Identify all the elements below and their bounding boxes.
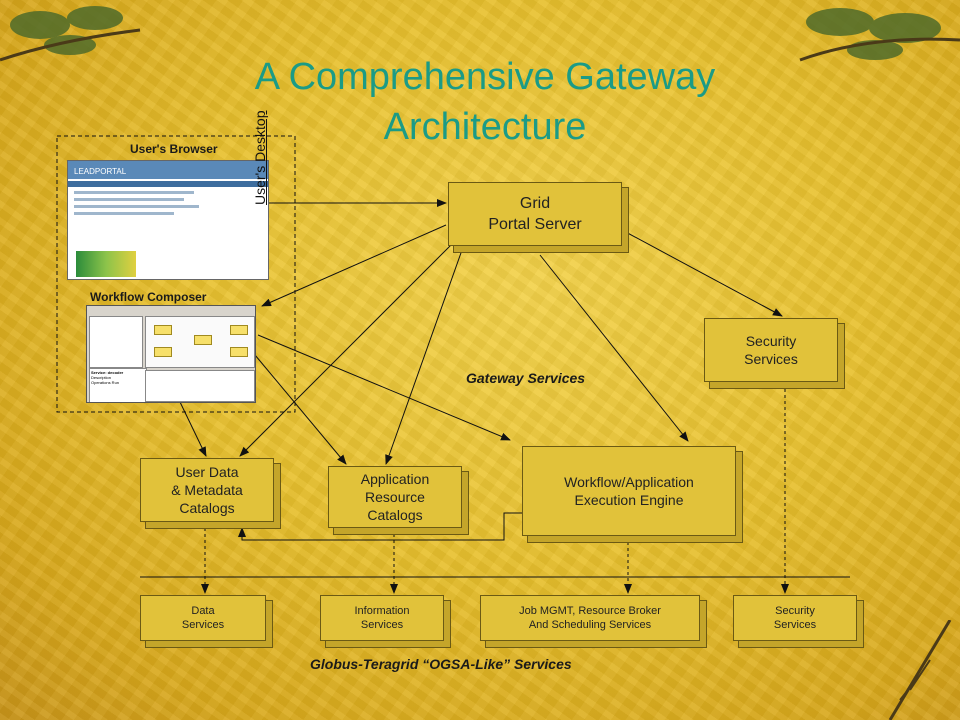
workflow-node: [154, 325, 172, 335]
arrow-composer-to-workflow: [257, 334, 511, 441]
arrow-grid-to-composer: [261, 224, 447, 307]
service-info-panel: Service: decoder Description Operations …: [89, 368, 147, 402]
application-resource-catalogs-box: Application Resource Catalogs: [328, 466, 462, 528]
arrow-grid-to-workflow: [539, 254, 689, 442]
security-services-top-box: Security Services: [704, 318, 838, 382]
users-desktop-dashed-frame: [56, 135, 296, 413]
workflow-canvas: [145, 316, 255, 368]
service-name-text: Service: decoder: [91, 370, 124, 375]
data-services-box: Data Services: [140, 595, 266, 641]
information-services-box: Information Services: [320, 595, 444, 641]
properties-panel: [145, 370, 255, 402]
workflow-composer-label: Workflow Composer: [90, 290, 207, 304]
arrow-workflow-to-userdata: [238, 512, 522, 541]
text-line: [74, 191, 194, 194]
text-line: [74, 198, 184, 201]
workflow-node: [230, 325, 248, 335]
pine-branch-left-decoration: [0, 6, 141, 62]
users-browser-label: User's Browser: [130, 142, 218, 156]
text-line: [74, 212, 174, 215]
security-services-bottom-box: Security Services: [733, 595, 857, 641]
page-title: A Comprehensive Gateway Architecture: [254, 56, 716, 148]
arrow-composer-to-appresource: [254, 354, 347, 465]
users-desktop-label: User's Desktop: [252, 110, 268, 205]
arrow-grid-to-appresource: [385, 249, 463, 465]
service-tree-panel: [89, 316, 143, 368]
user-data-catalogs-box: User Data & Metadata Catalogs: [140, 458, 274, 522]
portal-logo: LEADPORTAL: [74, 167, 127, 176]
job-management-services-box: Job MGMT, Resource Broker And Scheduling…: [480, 595, 700, 641]
workflow-node: [154, 347, 172, 357]
workflow-composer-screenshot: Service: decoder Description Operations …: [86, 305, 256, 403]
workflow-node: [230, 347, 248, 357]
arrow-grid-to-security: [621, 229, 783, 317]
workflow-execution-engine-box: Workflow/Application Execution Engine: [522, 446, 736, 536]
globus-services-label: Globus-Teragrid “OGSA-Like” Services: [310, 656, 572, 672]
pine-branch-right-decoration: [799, 8, 960, 62]
map-thumbnail: [76, 251, 136, 277]
text-line: [74, 205, 199, 208]
grid-portal-server-box: Grid Portal Server: [448, 182, 622, 246]
workflow-node: [194, 335, 212, 345]
gateway-services-label: Gateway Services: [466, 370, 586, 386]
service-operations-text: Operations Run: [91, 380, 120, 385]
pine-branch-bottom-right-decoration: [888, 620, 952, 720]
browser-nav-row: [68, 181, 268, 187]
arrow-composer-to-userdata: [179, 401, 207, 457]
browser-screenshot: LEADPORTAL: [67, 160, 269, 280]
service-description-text: Description: [91, 375, 112, 380]
browser-header-bar: LEADPORTAL: [68, 161, 268, 179]
arrow-grid-to-userdata: [239, 243, 453, 457]
